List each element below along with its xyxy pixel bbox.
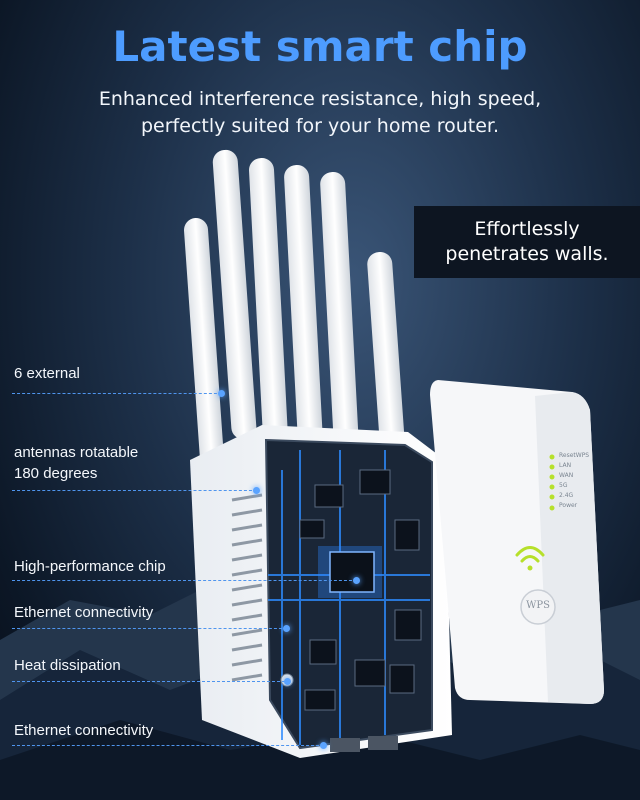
status-label: ResetWPS bbox=[559, 452, 590, 459]
status-label: LAN bbox=[559, 462, 572, 469]
subheadline-line-2: perfectly suited for your home router. bbox=[141, 115, 499, 137]
dot-ethernet-2 bbox=[320, 742, 327, 749]
antenna-5 bbox=[320, 171, 359, 452]
antenna-1 bbox=[184, 218, 226, 498]
dot-heat bbox=[284, 678, 291, 685]
status-label: WAN bbox=[559, 472, 574, 479]
status-label: 5G bbox=[559, 482, 568, 489]
leader-antennas bbox=[12, 393, 222, 394]
dot-rotation bbox=[253, 487, 260, 494]
callout-ethernet-2: Ethernet connectivity bbox=[14, 722, 154, 739]
dot-chip bbox=[353, 577, 360, 584]
subheadline-line-1: Enhanced interference resistance, high s… bbox=[98, 88, 542, 110]
antenna-3 bbox=[249, 158, 288, 448]
leader-heat bbox=[12, 681, 290, 682]
callout-ethernet-1: Ethernet connectivity bbox=[14, 604, 154, 621]
promo-box: Effortlessly penetrates walls. bbox=[414, 206, 640, 278]
antenna-4 bbox=[284, 164, 323, 445]
leader-rotation bbox=[12, 490, 257, 491]
headline: Latest smart chip bbox=[112, 22, 528, 71]
callout-rotation-line-2: 180 degrees bbox=[14, 465, 98, 482]
promo-line-2: penetrates walls. bbox=[445, 243, 609, 265]
wifi-signal-icon bbox=[515, 546, 545, 563]
callout-rotation-line-1: antennas rotatable bbox=[14, 444, 139, 461]
status-label: Power bbox=[559, 502, 578, 509]
promo-line-1: Effortlessly bbox=[474, 218, 580, 240]
callout-rotation: antennas rotatable 180 degrees bbox=[14, 442, 138, 484]
antenna-2 bbox=[212, 149, 257, 440]
leader-chip bbox=[12, 580, 357, 581]
dot-antennas bbox=[218, 390, 225, 397]
wps-button: WPS bbox=[526, 600, 550, 611]
callout-heat: Heat dissipation bbox=[14, 657, 121, 674]
status-labels: ResetWPS LAN WAN 5G 2.4G Power bbox=[559, 451, 589, 511]
status-label: 2.4G bbox=[559, 492, 574, 499]
callout-chip: High-performance chip bbox=[14, 558, 166, 575]
leader-ethernet-1 bbox=[12, 628, 287, 629]
subheadline: Enhanced interference resistance, high s… bbox=[60, 86, 580, 140]
dot-ethernet-1 bbox=[283, 625, 290, 632]
callout-antennas: 6 external bbox=[14, 365, 80, 382]
leader-ethernet-2 bbox=[12, 745, 324, 746]
